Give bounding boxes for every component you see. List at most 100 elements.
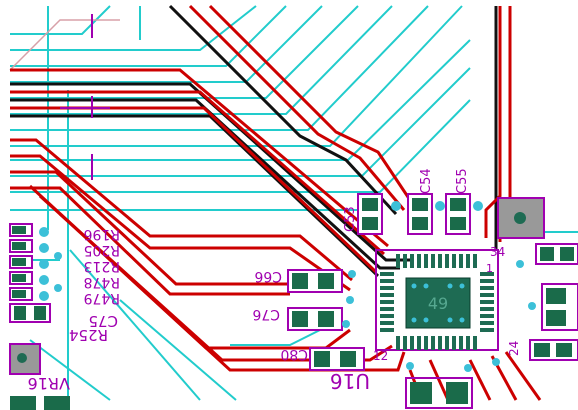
- resistor-pad[interactable]: [12, 274, 26, 282]
- capacitor-c55[interactable]: [445, 193, 471, 235]
- red-trace: [504, 351, 542, 401]
- red-trace: [10, 186, 290, 296]
- chip-u16[interactable]: 49: [375, 249, 499, 351]
- capacitor-pad[interactable]: [340, 351, 356, 367]
- via[interactable]: [348, 270, 356, 278]
- resistor-pad[interactable]: [12, 258, 26, 266]
- via[interactable]: [391, 201, 401, 211]
- capacitor-c54[interactable]: [407, 193, 433, 235]
- via[interactable]: [39, 275, 49, 285]
- capacitor-c80[interactable]: [309, 347, 365, 371]
- top-trace-group: [10, 4, 542, 401]
- vr16-pad-hole: [17, 353, 27, 363]
- resistor-pad[interactable]: [12, 226, 26, 234]
- via[interactable]: [54, 252, 62, 260]
- capacitor-c76[interactable]: [287, 307, 343, 331]
- red-trace: [10, 90, 385, 256]
- label-u16: U16: [330, 369, 370, 393]
- red-trace: [188, 4, 406, 211]
- resistor-pad[interactable]: [12, 290, 26, 298]
- capacitor-pad[interactable]: [318, 273, 334, 289]
- bottom-pad[interactable]: [410, 382, 432, 404]
- label-c75: C75: [88, 312, 118, 330]
- component-pad[interactable]: [556, 343, 572, 357]
- capacitor-pad[interactable]: [292, 273, 308, 289]
- via[interactable]: [473, 201, 483, 211]
- resistor-pad[interactable]: [540, 247, 554, 261]
- cyan-trace: [230, 329, 321, 346]
- cyan-trace: [10, 99, 471, 193]
- via[interactable]: [492, 358, 500, 366]
- chip-body[interactable]: [405, 277, 471, 329]
- label-pin1: 1: [486, 262, 493, 275]
- bottom-left-pad[interactable]: [10, 396, 36, 410]
- via[interactable]: [464, 364, 472, 372]
- label-c53: C53: [343, 206, 358, 232]
- black-trace: [168, 4, 398, 216]
- silkscreen-mark-group: [60, 14, 110, 180]
- black-trace: [10, 114, 380, 278]
- capacitor-pad[interactable]: [34, 306, 46, 320]
- via[interactable]: [39, 291, 49, 301]
- label-c66: C66: [254, 268, 282, 284]
- red-trace: [428, 359, 450, 401]
- via[interactable]: [342, 320, 350, 328]
- component-pad[interactable]: [534, 343, 550, 357]
- bottom-pad[interactable]: [446, 382, 468, 404]
- via[interactable]: [516, 260, 524, 268]
- resistor-pad[interactable]: [560, 247, 574, 261]
- capacitor-pad[interactable]: [292, 311, 308, 327]
- cyan-trace: [10, 5, 359, 99]
- capacitor-c53[interactable]: [357, 193, 383, 235]
- capacitor-pad[interactable]: [412, 198, 428, 211]
- chip-left-pins: [380, 272, 394, 332]
- chip-top-pins: [396, 254, 477, 268]
- via[interactable]: [435, 201, 445, 211]
- black-trace: [10, 98, 400, 270]
- capacitor-pad[interactable]: [450, 198, 466, 211]
- chip-thermal-vias: [411, 283, 465, 323]
- resistor-pad[interactable]: [12, 242, 26, 250]
- board-outline: [9, 19, 120, 71]
- label-vr16: VR16: [28, 374, 70, 393]
- cyan-trace: [69, 249, 201, 401]
- via[interactable]: [39, 243, 49, 253]
- label-r254: R254: [69, 326, 108, 344]
- via[interactable]: [54, 284, 62, 292]
- component-pad[interactable]: [546, 288, 566, 304]
- capacitor-pad[interactable]: [412, 217, 428, 230]
- red-trace: [468, 359, 492, 401]
- cyan-trace: [10, 5, 463, 147]
- via[interactable]: [346, 296, 354, 304]
- cyan-trace: [10, 5, 429, 131]
- cyan-trace: [10, 5, 287, 67]
- capacitor-pad[interactable]: [362, 198, 378, 211]
- bottom-left-pad[interactable]: [44, 396, 70, 410]
- label-r196: R196: [83, 226, 120, 242]
- chip-outline: [375, 249, 499, 351]
- via[interactable]: [39, 259, 49, 269]
- cyan-trace: [10, 5, 111, 35]
- red-trace: [10, 154, 351, 292]
- capacitor-pad[interactable]: [14, 306, 26, 320]
- capacitor-pad[interactable]: [362, 217, 378, 230]
- label-r213: R213: [84, 258, 120, 274]
- label-r479: R479: [84, 290, 120, 306]
- capacitor-pad[interactable]: [314, 351, 330, 367]
- cyan-trace: [10, 5, 257, 51]
- red-trace: [208, 4, 416, 207]
- component-pad[interactable]: [546, 310, 566, 326]
- chip-marking: 49: [428, 294, 448, 313]
- label-pin12: 12: [373, 349, 388, 363]
- capacitor-pad[interactable]: [318, 311, 334, 327]
- capacitor-c66[interactable]: [287, 269, 343, 293]
- red-trace: [484, 6, 502, 238]
- capacitor-pad[interactable]: [450, 217, 466, 230]
- via[interactable]: [39, 227, 49, 237]
- red-trace: [10, 170, 316, 286]
- via[interactable]: [528, 302, 536, 310]
- via[interactable]: [406, 362, 414, 370]
- cyan-trace: [119, 299, 237, 401]
